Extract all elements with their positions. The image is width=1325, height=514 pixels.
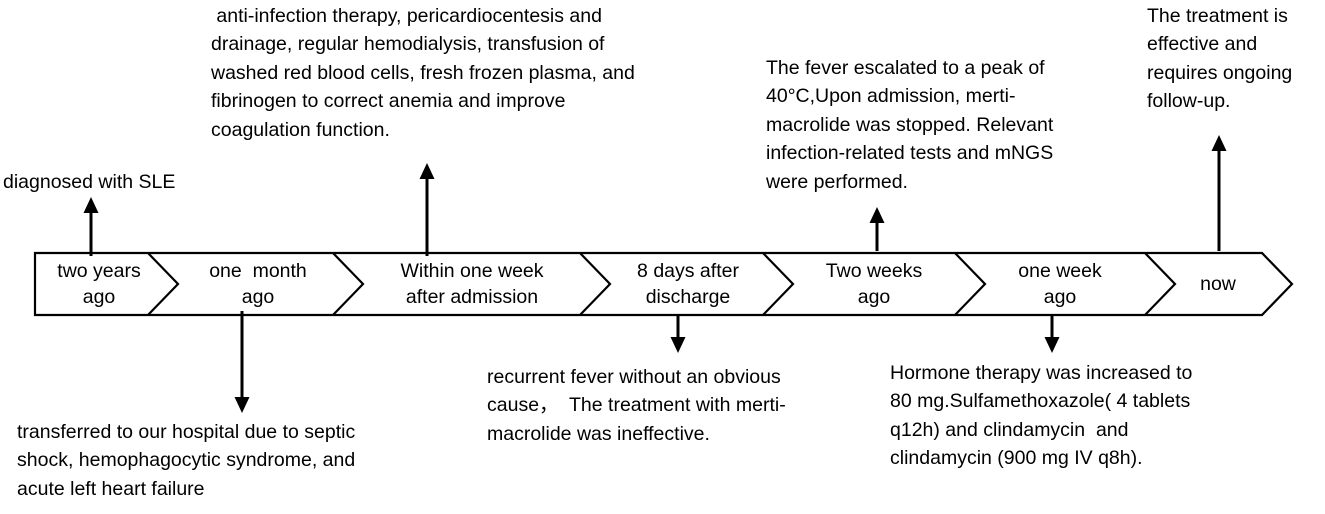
arrow-up-now-icon: [1211, 135, 1227, 251]
annotation-fever-peak: The fever escalated to a peak of 40°C,Up…: [766, 57, 1054, 193]
chevron-separator-icon: [332, 252, 365, 316]
chevron-separator-icon: [762, 252, 795, 316]
annotation-week1-treatment: anti-infection therapy, pericardiocentes…: [211, 5, 635, 141]
annotation-recurrent-fever: recurrent fever without an obvious cause…: [487, 366, 786, 445]
segment-label-two-years-ago: two years ago: [57, 260, 141, 308]
annotation-hormone-therapy: Hormone therapy was increased to 80 mg.S…: [890, 362, 1193, 470]
annotation-diagnosed-sle: diagnosed with SLE: [3, 171, 176, 193]
arrow-down-recurrent-fever-icon: [670, 314, 686, 353]
arrow-down-transferred-icon: [234, 311, 250, 413]
annotation-treatment-effective: The treatment is effective and requires …: [1147, 5, 1293, 113]
chevron-separator-icon: [579, 252, 612, 316]
arrow-down-hormone-therapy-icon: [1044, 314, 1060, 353]
arrow-up-fever-icon: [869, 207, 885, 251]
segment-label-one-month-ago: one month ago: [209, 260, 307, 308]
chevron-separator-icon: [954, 252, 987, 316]
segment-label-two-weeks-ago: Two weeks ago: [825, 260, 923, 308]
up-arrows: [83, 135, 1227, 256]
down-arrows: [234, 311, 1060, 413]
segment-label-within-one-week: Within one week after admission: [400, 260, 544, 308]
segment-label-one-week-ago: one week ago: [1018, 260, 1102, 308]
chevron-separator-icon: [147, 252, 180, 316]
segment-label-8-days-after: 8 days after discharge: [637, 260, 739, 308]
arrow-up-week1-treatment-icon: [419, 163, 435, 256]
annotation-transferred: transferred to our hospital due to septi…: [17, 421, 356, 500]
chevron-separators: [147, 252, 1177, 316]
arrow-up-diagnosed-icon: [83, 197, 99, 256]
chevron-separator-icon: [1144, 252, 1177, 316]
segment-label-now: now: [1200, 273, 1236, 295]
